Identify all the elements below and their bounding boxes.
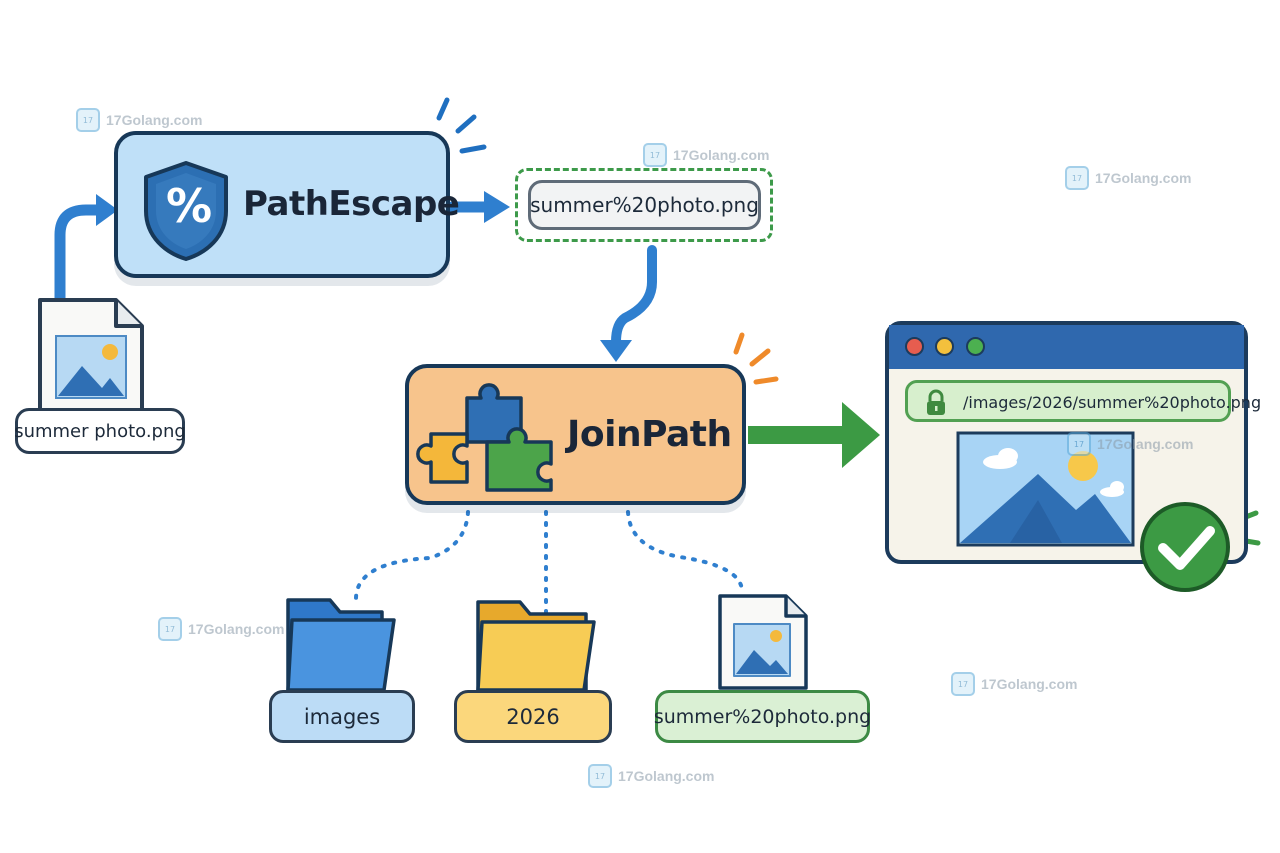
- joinpath-node: JoinPath: [405, 364, 746, 505]
- url-text: /images/2026/summer%20photo.png: [963, 393, 1262, 412]
- close-window-dot[interactable]: [905, 337, 924, 356]
- shield-percent-icon: [144, 161, 228, 261]
- watermark-logo-icon: 17: [643, 143, 667, 167]
- arrow-pathescape-to-escaped-head: [484, 191, 510, 223]
- percent-badge: %: [166, 179, 213, 233]
- maximize-window-dot[interactable]: [966, 337, 985, 356]
- joinpath-title: JoinPath: [567, 414, 732, 455]
- arrow-input-to-pathescape: [54, 204, 106, 306]
- watermark-logo-icon: 17: [588, 764, 612, 788]
- segment-file-label: summer%20photo.png: [654, 690, 871, 743]
- lock-icon: [927, 389, 945, 415]
- watermark-logo-icon: 17: [1065, 166, 1089, 190]
- escaped-result-frame: [515, 168, 773, 242]
- watermark-logo-icon: 17: [76, 108, 100, 132]
- image-file-icon: [718, 594, 808, 690]
- folder-icon: [476, 600, 596, 692]
- segment-images-label: images: [269, 690, 415, 743]
- arrow-joinpath-to-browser-head: [842, 402, 880, 468]
- arrow-escaped-to-joinpath: [611, 245, 657, 347]
- minimize-window-dot[interactable]: [935, 337, 954, 356]
- browser-title-bar: [889, 325, 1244, 369]
- watermark-logo-icon: 17: [158, 617, 182, 641]
- dotted-link-images: [353, 510, 470, 602]
- arrow-escaped-to-joinpath-head: [600, 340, 632, 362]
- watermark-logo-icon: 17: [951, 672, 975, 696]
- folder-icon: [286, 598, 396, 692]
- url-bar[interactable]: /images/2026/summer%20photo.png: [905, 380, 1261, 422]
- pathescape-title: PathEscape: [243, 184, 460, 224]
- puzzle-pieces-icon: [416, 383, 553, 492]
- pathescape-node: % PathEscape: [114, 131, 460, 278]
- dotted-link-file: [626, 510, 744, 592]
- arrow-joinpath-to-browser: [748, 426, 843, 444]
- escaped-result-label: summer%20photo.png: [528, 180, 761, 230]
- segment-2026-label: 2026: [454, 690, 612, 743]
- watermark-logo-icon: 17: [1067, 432, 1091, 456]
- input-filename-label: summer photo.png: [14, 408, 186, 454]
